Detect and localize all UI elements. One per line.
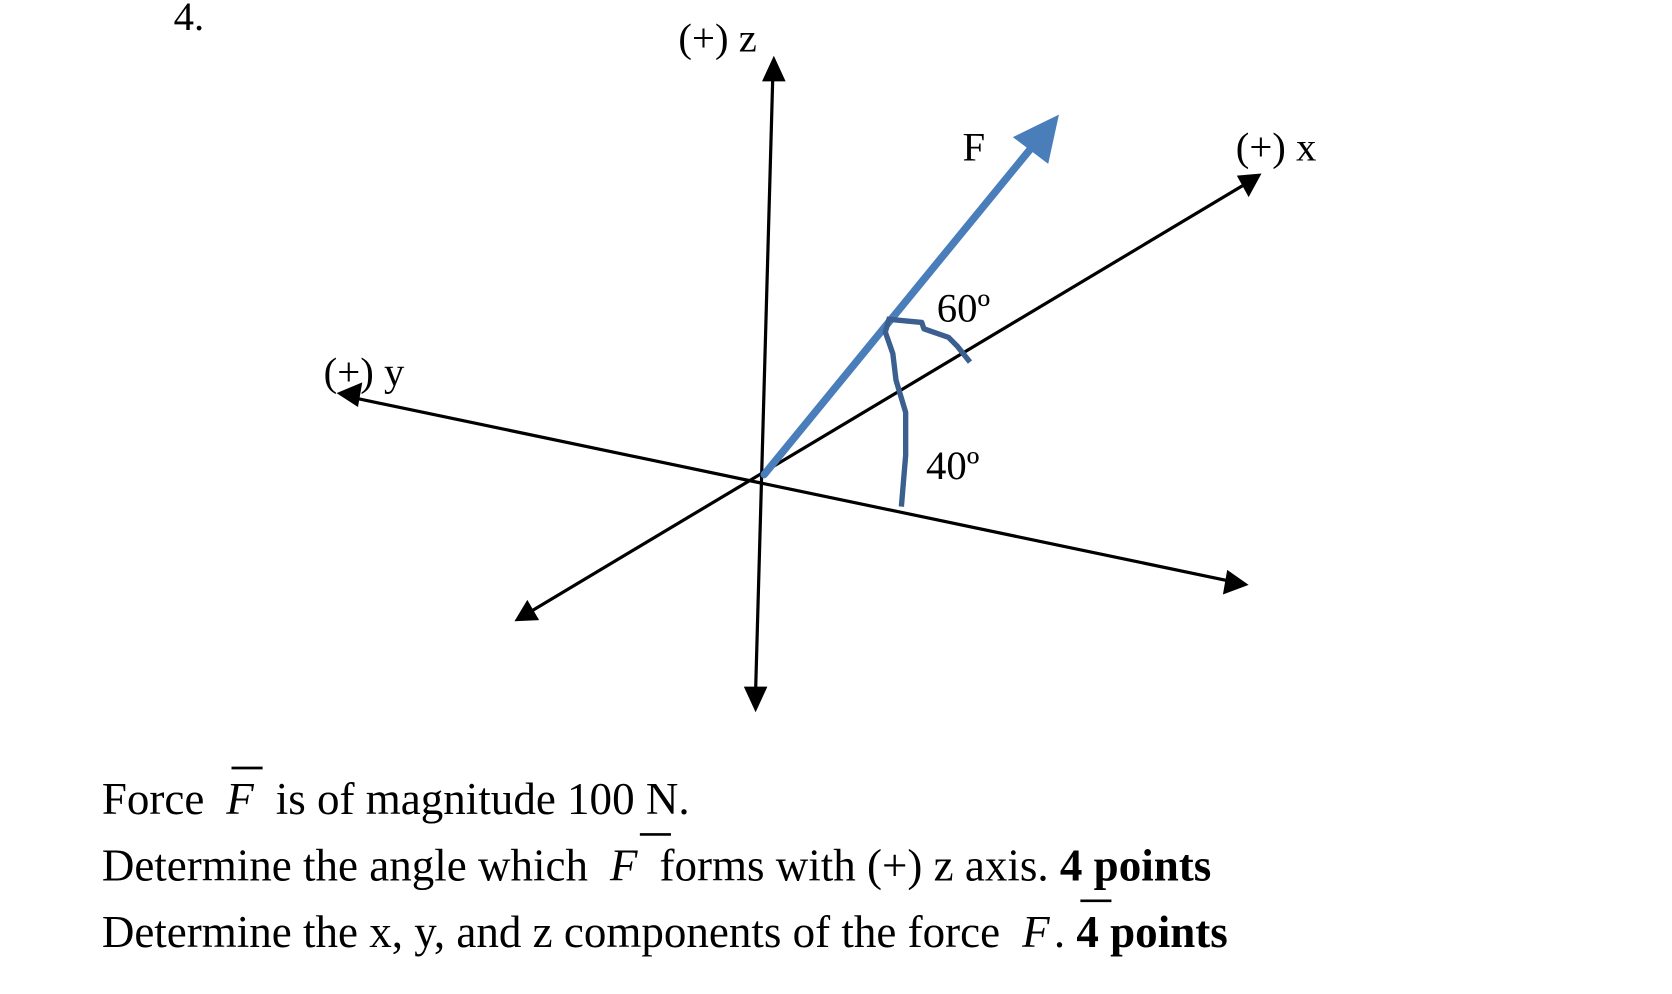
statement-line-1: Force F is of magnitude 100 N. — [102, 774, 690, 824]
x-axis-positive-arrowhead — [1236, 173, 1262, 198]
z-axis-label: (+) z — [678, 15, 756, 60]
problem-number: 4. — [174, 0, 205, 39]
y-axis — [336, 382, 1249, 595]
force-symbol: F — [225, 774, 254, 824]
x-axis — [514, 173, 1262, 622]
x-axis-label: (+) x — [1236, 125, 1317, 170]
angle-label-40: 40º — [926, 443, 979, 488]
y-axis-positive-arrowhead — [336, 382, 363, 408]
force-label: F — [962, 125, 985, 170]
statement-line-2: Determine the angle which F forms with (… — [102, 840, 1211, 890]
z-axis — [743, 55, 786, 713]
x-axis-negative-arrowhead — [514, 599, 540, 622]
force-vector — [760, 114, 1059, 479]
force-symbol: F — [1021, 907, 1050, 957]
z-axis-negative-arrowhead — [743, 686, 768, 713]
points-label: 4 points — [1060, 840, 1211, 890]
y-axis-negative-arrowhead — [1222, 569, 1249, 595]
z-axis-positive-arrowhead — [762, 55, 786, 82]
statement-line-3: Determine the x, y, and z components of … — [102, 907, 1228, 957]
angle-arc-40 — [882, 316, 909, 507]
angle-label-60: 60º — [937, 285, 990, 330]
points-label: 4 points — [1076, 907, 1227, 957]
y-axis-label: (+) y — [324, 350, 405, 395]
angle-arc-60 — [887, 316, 973, 364]
force-arrowhead — [1012, 114, 1059, 164]
force-symbol: F — [609, 840, 638, 890]
